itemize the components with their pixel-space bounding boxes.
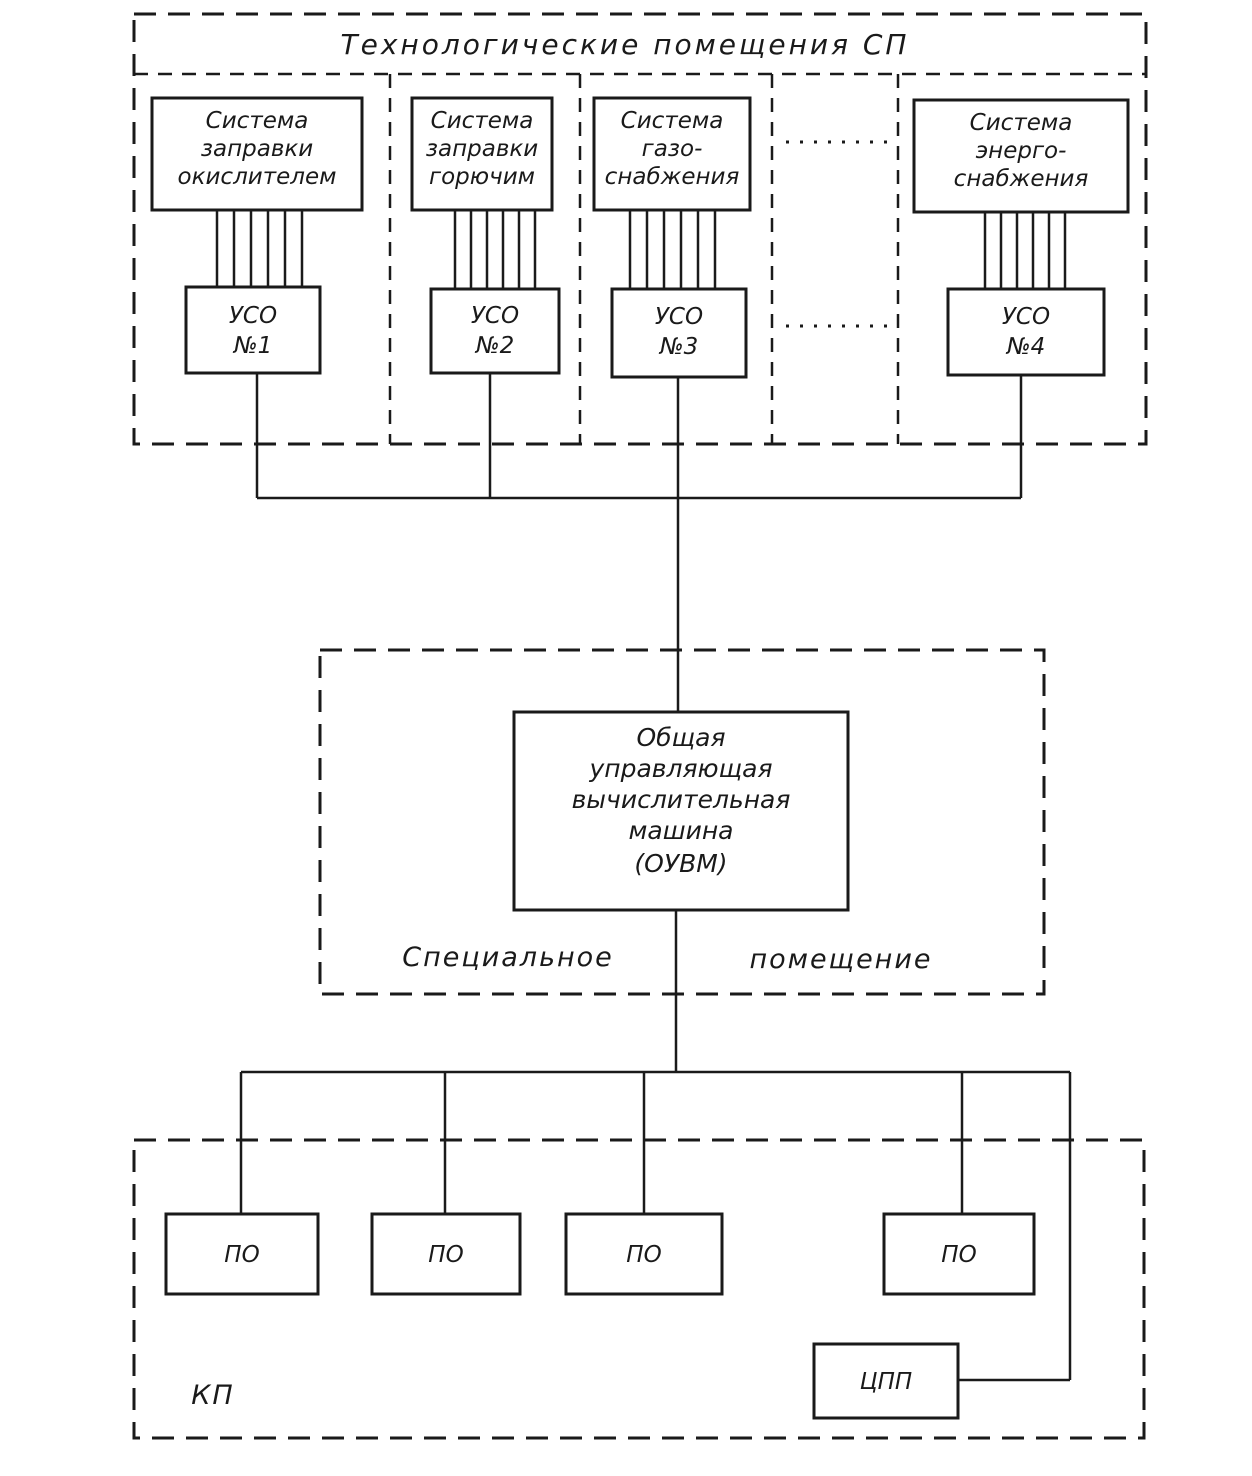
system-box-fuel: Система заправки горючим — [410, 96, 554, 212]
special-room-zone: Специальное помещение — [318, 648, 1046, 996]
uso-3-number: №3 — [658, 334, 699, 360]
system-1-line-1: Система — [206, 108, 309, 134]
po-4-label: ПО — [941, 1242, 976, 1268]
uso-1-number: №1 — [232, 333, 273, 359]
tech-rooms-title: Технологические помещения СП — [341, 28, 910, 61]
special-room-label-right: помещение — [749, 944, 932, 975]
kp-zone: КП — [132, 1138, 1146, 1440]
uso-2-number: №2 — [474, 333, 515, 359]
cpp-box: ЦПП — [812, 1342, 960, 1420]
signal-bundle-2 — [453, 210, 537, 289]
uso-box-3: УСО №3 — [610, 287, 748, 379]
system-4-line-3: снабжения — [954, 166, 1089, 192]
system-2-line-2: заправки — [426, 136, 539, 162]
ouvm-line-3: вычислительная — [572, 785, 791, 814]
system-box-power-supply: Система энерго- снабжения — [912, 98, 1130, 214]
ouvm-line-4: машина — [629, 816, 734, 845]
ouvm-line-5: (ОУВМ) — [634, 849, 727, 878]
system-2-line-3: горючим — [429, 164, 535, 190]
system-box-oxidizer: Система заправки окислителем — [150, 96, 364, 212]
po-1-label: ПО — [224, 1242, 259, 1268]
tech-rooms-zone: Технологические помещения СП — [132, 12, 1148, 446]
uso-4-label: УСО — [1002, 304, 1050, 330]
cpp-label: ЦПП — [860, 1369, 912, 1395]
ouvm-line-2: управляющая — [588, 754, 772, 783]
kp-label: КП — [191, 1380, 234, 1411]
signal-bundle-4 — [983, 212, 1067, 289]
ouvm-line-1: Общая — [636, 723, 725, 752]
system-3-line-3: снабжения — [605, 164, 740, 190]
special-room-label-left: Специальное — [402, 942, 614, 973]
po-box-1: ПО — [164, 1212, 320, 1296]
ouvm-box: Общая управляющая вычислительная машина … — [512, 710, 850, 912]
uso-box-2: УСО №2 — [429, 287, 561, 375]
system-3-line-2: газо- — [642, 136, 703, 162]
system-1-line-2: заправки — [201, 136, 314, 162]
uso-bus-lines — [255, 373, 1023, 712]
system-2-line-1: Система — [431, 108, 534, 134]
signal-bundle-3 — [628, 210, 717, 289]
po-box-3: ПО — [564, 1212, 724, 1296]
signal-bundle-1 — [215, 210, 304, 287]
system-3-line-1: Система — [621, 108, 724, 134]
uso-1-label: УСО — [229, 303, 277, 329]
uso-4-number: №4 — [1005, 334, 1046, 360]
control-bus-lines — [239, 910, 1072, 1382]
po-2-label: ПО — [428, 1242, 463, 1268]
po-box-4: ПО — [882, 1212, 1036, 1296]
po-3-label: ПО — [626, 1242, 661, 1268]
system-box-gas-supply: Система газо- снабжения — [592, 96, 752, 212]
system-1-line-3: окислителем — [178, 164, 337, 190]
uso-box-4: УСО №4 — [946, 287, 1106, 377]
system-4-line-1: Система — [970, 110, 1073, 136]
po-box-2: ПО — [370, 1212, 522, 1296]
uso-box-1: УСО №1 — [184, 285, 322, 375]
uso-3-label: УСО — [655, 304, 703, 330]
system-4-line-2: энерго- — [976, 138, 1067, 164]
uso-2-label: УСО — [471, 303, 519, 329]
